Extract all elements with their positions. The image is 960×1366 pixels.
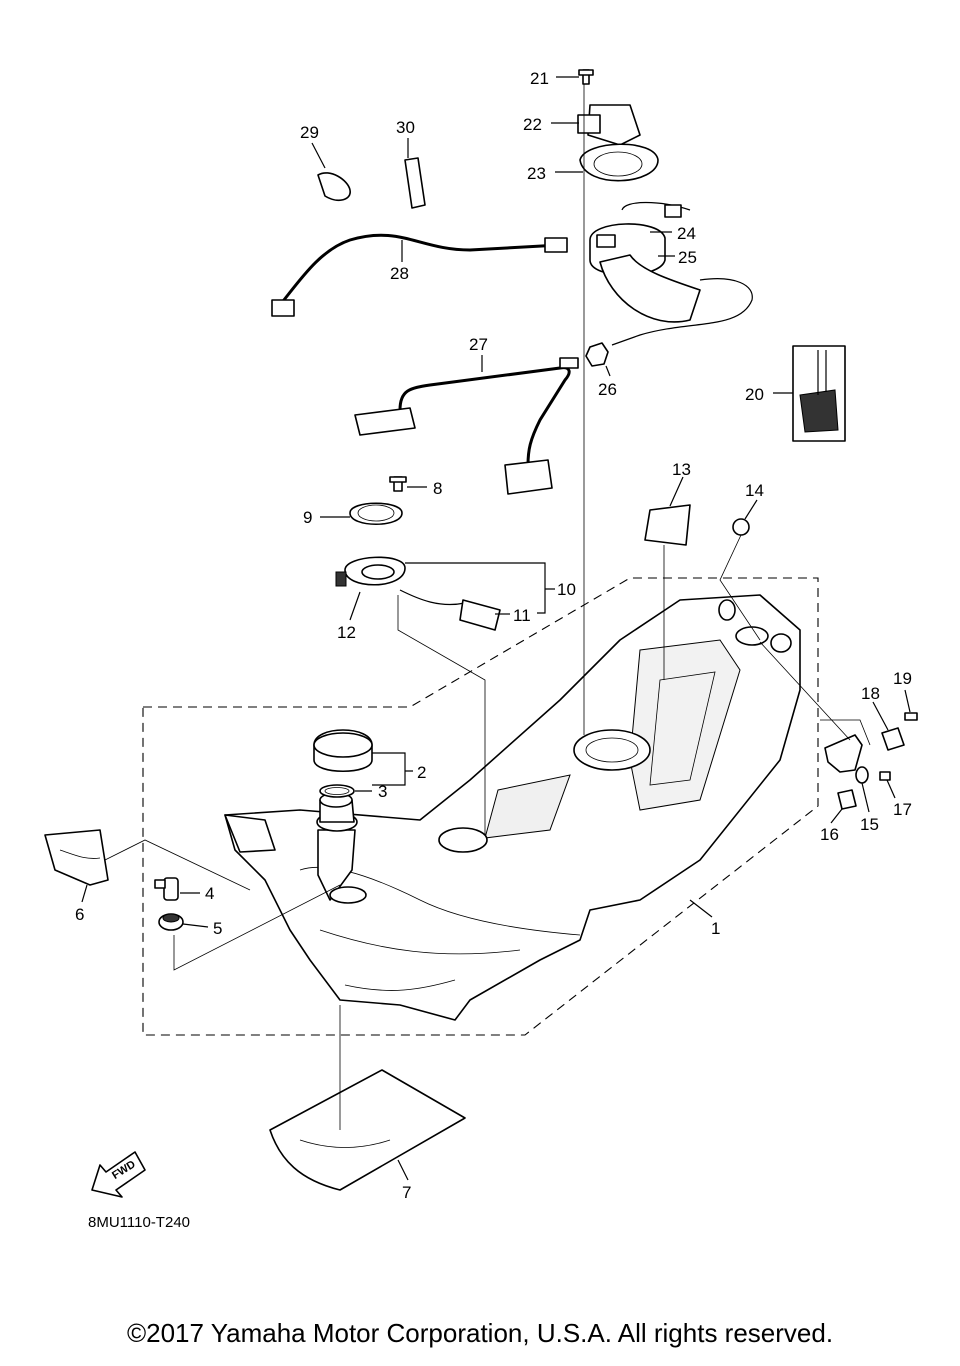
vent-hose-drawing <box>354 357 579 495</box>
nut-26-drawing <box>585 342 609 367</box>
fwd-arrow-icon: FWD <box>91 1151 146 1198</box>
callout-29: 29 <box>300 123 319 142</box>
fuel-tank-drawing <box>224 594 871 1021</box>
callout-labels: 21 22 23 24 25 26 27 28 29 30 20 13 14 8… <box>75 69 912 1202</box>
callout-10: 10 <box>557 580 576 599</box>
callout-22: 22 <box>523 115 542 134</box>
callout-15: 15 <box>860 815 879 834</box>
callout-12: 12 <box>337 623 356 642</box>
callout-30: 30 <box>396 118 415 137</box>
callout-11: 11 <box>513 606 531 625</box>
pump-plate-drawing <box>577 69 659 182</box>
callout-19: 19 <box>893 669 912 688</box>
callout-23: 23 <box>527 164 546 183</box>
fuel-sender-drawing <box>335 476 501 631</box>
callout-18: 18 <box>861 684 880 703</box>
callout-5: 5 <box>213 919 222 938</box>
callout-14: 14 <box>745 481 764 500</box>
band-30-drawing <box>404 157 426 209</box>
callout-8: 8 <box>433 479 442 498</box>
filler-cap-drawing <box>313 729 373 798</box>
drain-bolt-drawing <box>154 877 184 931</box>
cap-14-drawing <box>732 518 750 536</box>
harness-drawing <box>271 233 568 317</box>
assembly-outline <box>142 577 819 1036</box>
callout-26: 26 <box>598 380 617 399</box>
callout-25: 25 <box>678 248 697 267</box>
callout-17: 17 <box>893 800 912 819</box>
pad-6-drawing <box>44 829 109 886</box>
callout-6: 6 <box>75 905 84 924</box>
callout-9: 9 <box>303 508 312 527</box>
pad-13-drawing <box>644 504 691 546</box>
sheet-7-drawing <box>269 1069 466 1191</box>
callout-7: 7 <box>402 1183 411 1202</box>
callout-21: 21 <box>530 69 549 88</box>
callout-20: 20 <box>745 385 764 404</box>
callout-3: 3 <box>378 782 387 801</box>
copyright-notice: ©2017 Yamaha Motor Corporation, U.S.A. A… <box>126 1318 834 1348</box>
callout-1: 1 <box>711 919 720 938</box>
callout-28: 28 <box>390 264 409 283</box>
leader-lines <box>81 76 911 1181</box>
callout-4: 4 <box>205 884 214 903</box>
callout-16: 16 <box>820 825 839 844</box>
callout-24: 24 <box>677 224 696 243</box>
callout-13: 13 <box>672 460 691 479</box>
fuel-pump-drawing <box>589 201 753 346</box>
callout-2: 2 <box>417 763 426 782</box>
diagram-code: 8MU1110-T240 <box>88 1214 190 1231</box>
callout-27: 27 <box>469 335 488 354</box>
bracket-drawing <box>824 712 918 810</box>
clamp-29-drawing <box>317 172 351 202</box>
